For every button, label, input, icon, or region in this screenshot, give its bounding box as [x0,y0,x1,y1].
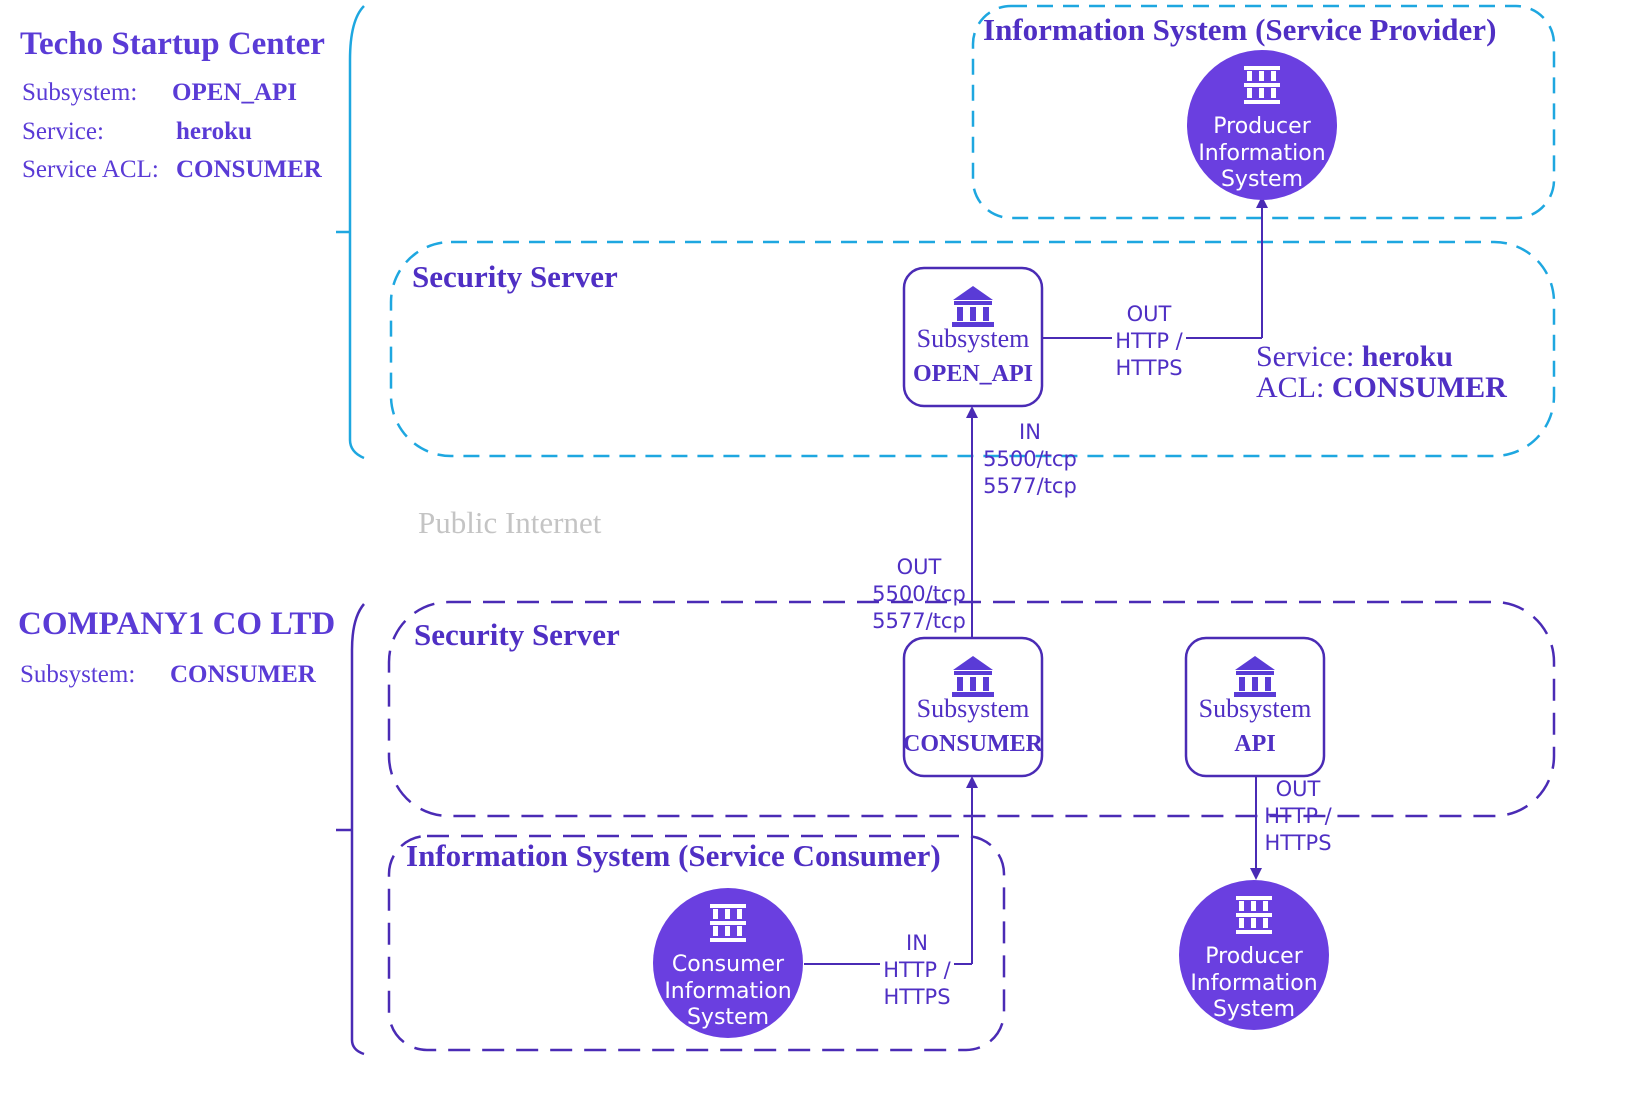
circle-label-line: Information [664,979,791,1004]
consumer-subsystem-label: Subsystem: [20,661,135,688]
edge-label-line: HTTPS [1264,831,1331,855]
subsystem-node-open-api[interactable]: Subsystem OPEN_API [902,266,1044,408]
subsystem-node-name: OPEN_API [913,361,1033,387]
provider-subsystem-value: OPEN_API [172,79,297,106]
edge-label-line: HTTP / [1115,329,1183,353]
provider-subsystem-label: Subsystem: [22,79,137,106]
public-internet-label: Public Internet [418,505,602,540]
edge-label-line: 5577/tcp [872,609,966,633]
edge-label-line: HTTP / [1264,804,1332,828]
edge-label-line: HTTPS [1115,356,1182,380]
consumer-org-brace [336,603,365,1056]
edge-label-line: OUT [1127,302,1172,326]
provider-acl-value: CONSUMER [176,156,323,183]
acl-note-label: ACL: [1256,371,1324,404]
subsystem-node-api[interactable]: Subsystem API [1184,636,1326,778]
provider-org-brace [336,5,365,460]
edge-label-openapi-in: IN 5500/tcp 5577/tcp [983,420,1077,498]
provider-service-label: Service: [22,118,104,145]
edge-label-line: HTTPS [883,985,950,1009]
edge-label-line: 5500/tcp [983,447,1077,471]
edge-label-line: 5577/tcp [983,474,1077,498]
circle-label-line: System [687,1005,769,1030]
subsystem-node-subtitle: Subsystem [1199,694,1312,723]
edge-label-openapi-out: OUT HTTP / HTTPS [1112,300,1186,380]
circle-label-line: System [1213,997,1295,1022]
provider-ss-zone-title: Security Server [412,259,618,294]
subsystem-node-name: API [1234,731,1275,757]
edge-label-line: IN [1019,420,1041,444]
circle-label-line: System [1221,167,1303,192]
circle-label-line: Producer [1205,944,1303,969]
subsystem-node-name: CONSUMER [903,731,1044,757]
provider-acl-label: Service ACL: [22,156,159,183]
consumer-subsystem-value: CONSUMER [170,661,317,688]
consumer-is-zone [387,834,1006,1052]
edge-label-consumer-is-in: IN HTTP / HTTPS [880,928,954,1009]
circle-label-line: Producer [1213,114,1311,139]
circle-label-line: Consumer [672,952,785,977]
provider-service-value: heroku [176,118,252,145]
edge-label-line: IN [906,931,928,955]
service-note-value: heroku [1362,340,1453,373]
consumer-ss-zone-title: Security Server [414,617,620,652]
provider-org-name: Techo Startup Center [20,26,325,62]
consumer-is-zone-title: Information System (Service Consumer) [406,838,941,873]
edge-label-consumer-out: OUT 5500/tcp 5577/tcp [872,555,966,633]
edge-label-line: OUT [897,555,942,579]
circle-label-line: Information [1190,971,1317,996]
acl-note-line: ACL: CONSUMER [1256,371,1507,404]
circle-label-line: Information [1198,141,1325,166]
subsystem-node-subtitle: Subsystem [917,694,1030,723]
provider-is-zone [971,4,1556,220]
edge-label-line: OUT [1276,777,1321,801]
edge-label-api-out: OUT HTTP / HTTPS [1264,777,1332,855]
service-note-line: Service: heroku [1256,340,1453,373]
subsystem-node-consumer[interactable]: Subsystem CONSUMER [902,636,1044,778]
producer-information-system-top[interactable]: Producer Information System [1187,50,1337,200]
subsystem-node-subtitle: Subsystem [917,324,1030,353]
edge-label-line: 5500/tcp [872,582,966,606]
service-note-label: Service: [1256,340,1354,373]
consumer-org-name: COMPANY1 CO LTD [18,606,335,642]
consumer-information-system[interactable]: Consumer Information System [653,888,803,1038]
edge-label-line: HTTP / [883,958,951,982]
acl-note-value: CONSUMER [1332,371,1507,404]
provider-is-zone-title: Information System (Service Provider) [983,12,1496,47]
producer-information-system-bottom[interactable]: Producer Information System [1179,880,1329,1030]
